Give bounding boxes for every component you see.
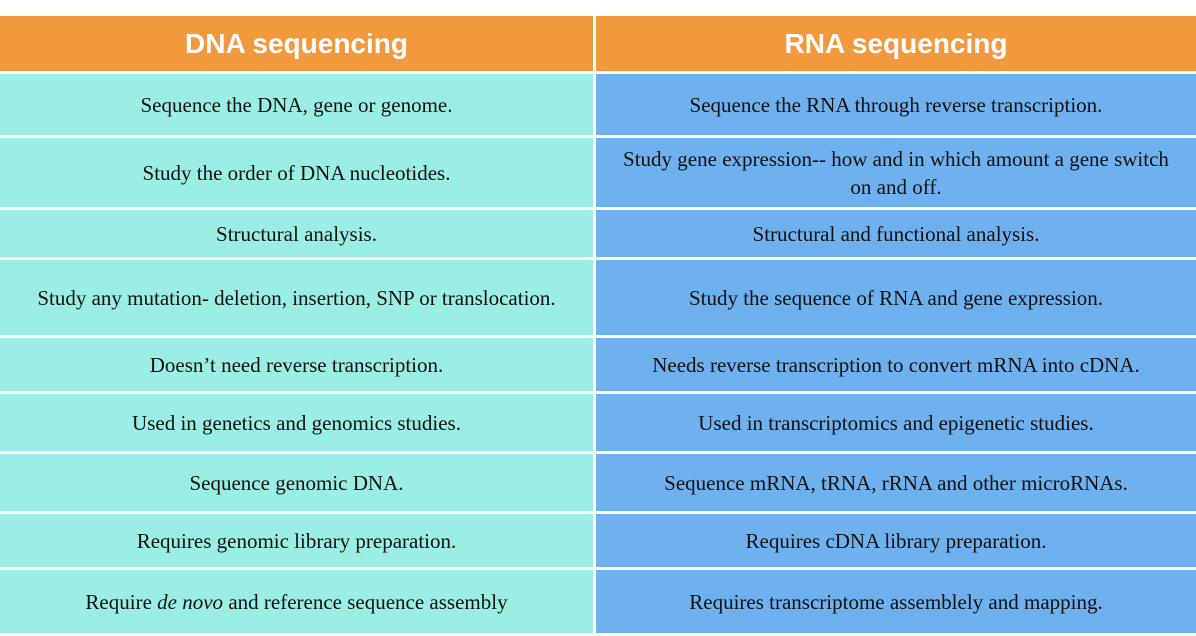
- dna-cell-prefix: Require: [85, 589, 158, 614]
- header-rna-sequencing: RNA sequencing: [596, 16, 1196, 74]
- rna-cell: Sequence mRNA, tRNA, rRNA and other micr…: [596, 454, 1196, 514]
- rna-cell: Structural and functional analysis.: [596, 210, 1196, 260]
- rna-cell: Used in transcriptomics and epigenetic s…: [596, 394, 1196, 454]
- dna-cell: Doesn’t need reverse transcription.: [0, 338, 596, 394]
- rna-cell: Requires transcriptome assemblely and ma…: [596, 570, 1196, 636]
- dna-cell: Requires genomic library preparation.: [0, 514, 596, 570]
- rna-cell: Study gene expression-- how and in which…: [596, 138, 1196, 210]
- dna-cell-italic-term: de novo: [157, 589, 224, 614]
- header-dna-sequencing: DNA sequencing: [0, 16, 596, 74]
- dna-cell: Structural analysis.: [0, 210, 596, 260]
- rna-cell: Sequence the RNA through reverse transcr…: [596, 74, 1196, 138]
- dna-cell: Used in genetics and genomics studies.: [0, 394, 596, 454]
- dna-cell: Study the order of DNA nucleotides.: [0, 138, 596, 210]
- dna-cell-text: Require de novo and reference sequence a…: [85, 588, 507, 616]
- rna-cell: Study the sequence of RNA and gene expre…: [596, 260, 1196, 338]
- dna-cell-suffix: and reference sequence assembly: [223, 589, 508, 614]
- dna-cell: Require de novo and reference sequence a…: [0, 570, 596, 636]
- dna-cell: Study any mutation- deletion, insertion,…: [0, 260, 596, 338]
- dna-cell: Sequence genomic DNA.: [0, 454, 596, 514]
- rna-cell: Requires cDNA library preparation.: [596, 514, 1196, 570]
- dna-cell: Sequence the DNA, gene or genome.: [0, 74, 596, 138]
- comparison-table: DNA sequencing RNA sequencing Sequence t…: [0, 16, 1196, 636]
- rna-cell: Needs reverse transcription to convert m…: [596, 338, 1196, 394]
